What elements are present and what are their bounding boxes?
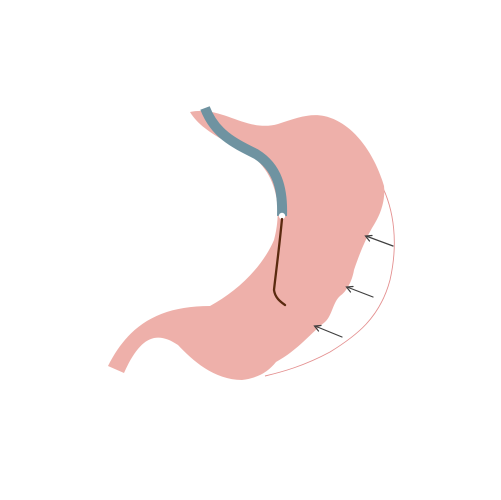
catheter-wire <box>272 217 287 307</box>
arrow-left-icon <box>364 234 394 247</box>
tube-tip <box>278 212 286 220</box>
arrow-left-icon <box>345 285 374 298</box>
arrow-left-icon <box>313 324 343 338</box>
resection-outline <box>264 181 395 377</box>
arrow-group <box>313 234 394 338</box>
tube <box>200 106 288 217</box>
stomach-shape <box>108 110 385 380</box>
